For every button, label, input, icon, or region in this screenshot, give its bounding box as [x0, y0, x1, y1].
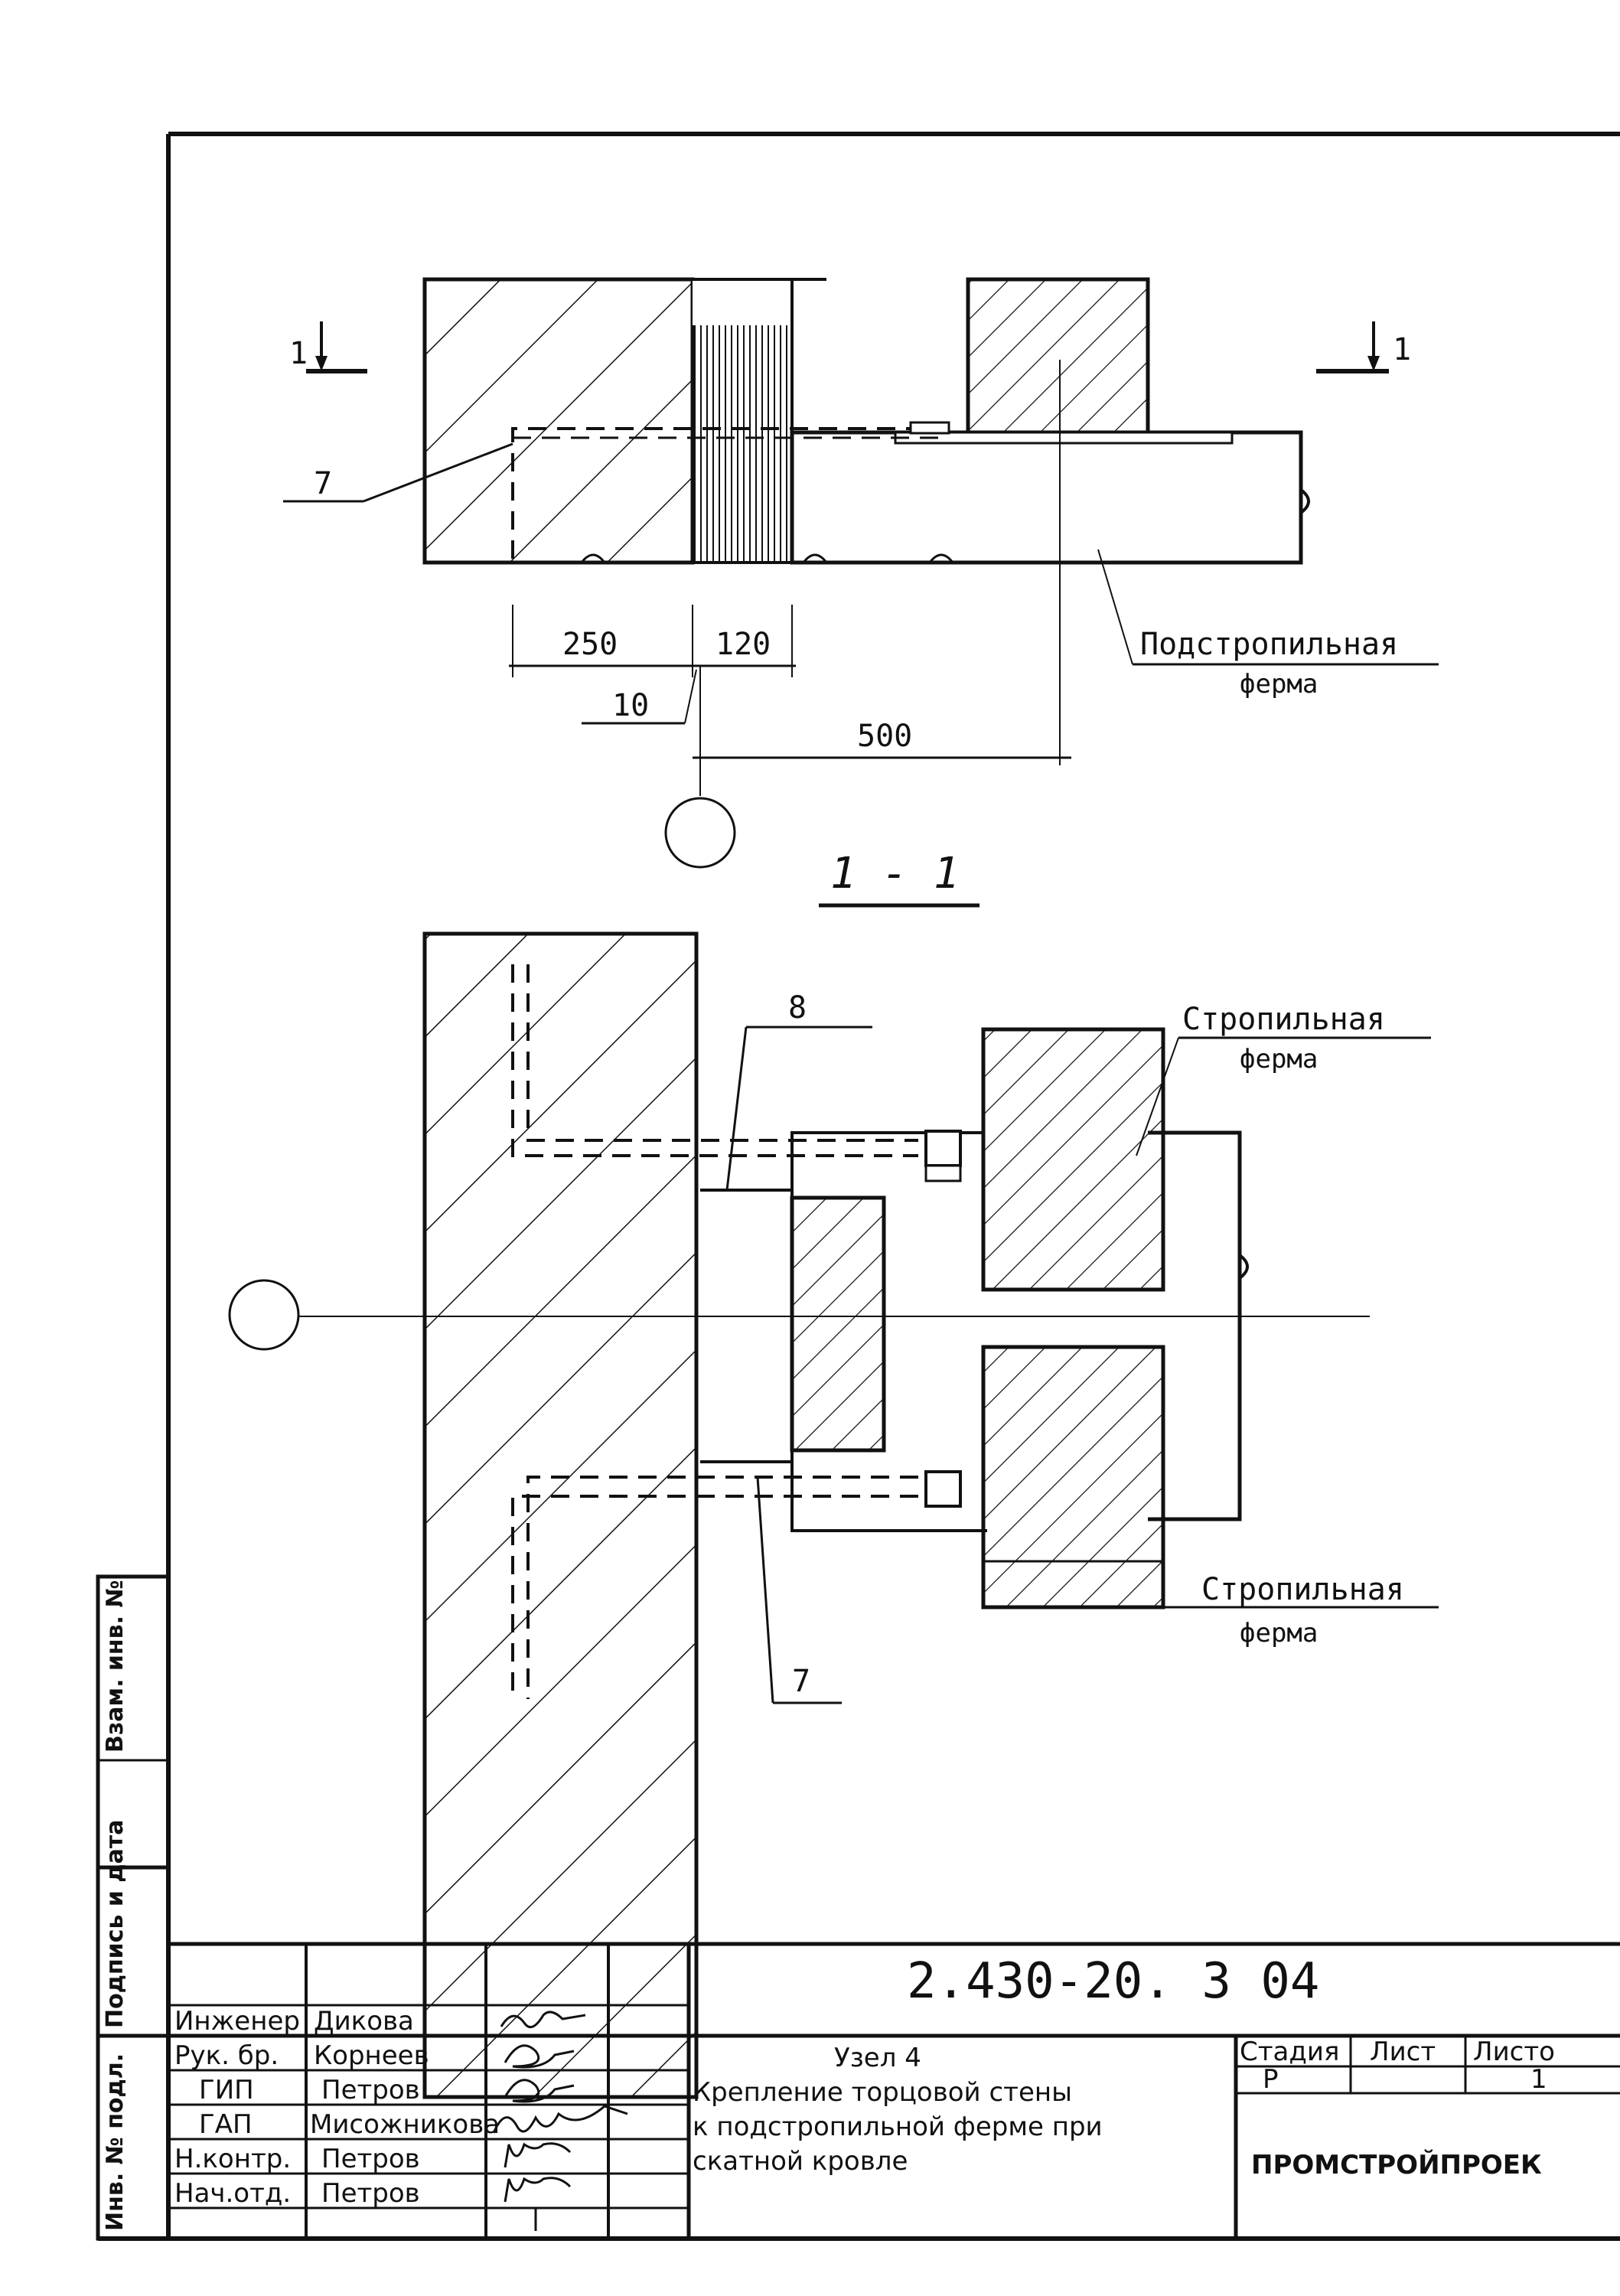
role-6: Нач.отд. [174, 2178, 291, 2209]
sheets-header: Листо [1473, 2037, 1555, 2067]
desc-line-3: скатной кровле [693, 2146, 908, 2177]
section-truss-top [981, 1027, 1165, 1292]
role-4: ГАП [199, 2109, 253, 2140]
section-mark-right: 1 [1393, 332, 1411, 367]
name-5: Петров [321, 2144, 420, 2174]
signatures [492, 2011, 628, 2231]
side-stamp-cell-3: Взам. инв. № [102, 1580, 129, 1753]
role-3: ГИП [199, 2075, 254, 2105]
desc-line-1: Крепление торцовой стены [693, 2077, 1072, 2108]
section-brick-wall [422, 931, 699, 2099]
plan-view: 1 1 7 250 120 10 500 Подстропильная ферм… [283, 277, 1439, 869]
section-axis-bubble [228, 1279, 300, 1351]
role-1: Инженер [174, 2006, 300, 2037]
section-callout-8: 8 [788, 990, 807, 1026]
section-plate-bottom [924, 1470, 962, 1508]
name-1: Дикова [314, 2006, 414, 2037]
side-stamp-cell-2: Подпись и дата [102, 1820, 129, 2028]
section-center-column [790, 1195, 886, 1453]
drawing-frame [98, 132, 1620, 2241]
sheets-value: 1 [1530, 2064, 1547, 2095]
subtruss-label-line2: ферма [1240, 669, 1318, 700]
doc-code: 2.430-20. 3 04 [907, 1953, 1319, 2010]
section-plate-top [924, 1130, 962, 1167]
section-callout-7: 7 [792, 1664, 810, 1699]
plan-axis-bubble [664, 797, 736, 869]
side-stamp: Инв. № подл. Подпись и дата Взам. инв. № [96, 1574, 171, 2241]
role-2: Рук. бр. [174, 2040, 279, 2071]
stage-value: Р [1263, 2064, 1279, 2095]
dim-10: 10 [612, 688, 649, 723]
plan-concrete-column [966, 277, 1150, 435]
side-stamp-cell-1: Инв. № подл. [102, 2053, 129, 2231]
dim-250: 250 [562, 627, 618, 662]
name-3: Петров [321, 2075, 420, 2105]
desc-line-2: к подстропильной ферме при [693, 2112, 1103, 2142]
truss-top-label-line1: Стропильная [1182, 1002, 1385, 1037]
plan-brick-wall [422, 277, 695, 565]
dim-500: 500 [857, 719, 912, 754]
stage-header: Стадия [1240, 2037, 1339, 2067]
plan-callout-7: 7 [314, 466, 332, 501]
role-5: Н.контр. [174, 2144, 291, 2174]
subtruss-label-line1: Подстропильная [1140, 627, 1398, 662]
name-2: Корнеев [314, 2040, 429, 2071]
section-truss-bottom [981, 1345, 1165, 1609]
section-title: 1 - 1 [830, 849, 960, 899]
dim-120: 120 [715, 627, 771, 662]
node-title: Узел 4 [834, 2043, 921, 2073]
truss-top-label-line2: ферма [1240, 1044, 1318, 1075]
name-4: Мисожникова [310, 2109, 500, 2140]
name-6: Петров [321, 2178, 420, 2209]
truss-bottom-label-line1: Стропильная [1201, 1572, 1404, 1607]
section-view: 1 - 1 8 7 [228, 849, 1439, 2099]
truss-bottom-label-line2: ферма [1240, 1618, 1318, 1649]
organization: ПРОМСТРОЙПРОЕК [1251, 2149, 1542, 2180]
title-block: 2.430-20. 3 04 Инженер Дикова Рук. бр. К… [168, 1942, 1620, 2239]
section-mark-left: 1 [289, 336, 308, 371]
sheet-header: Лист [1370, 2037, 1436, 2067]
plan-subtruss-beam [790, 430, 1303, 565]
